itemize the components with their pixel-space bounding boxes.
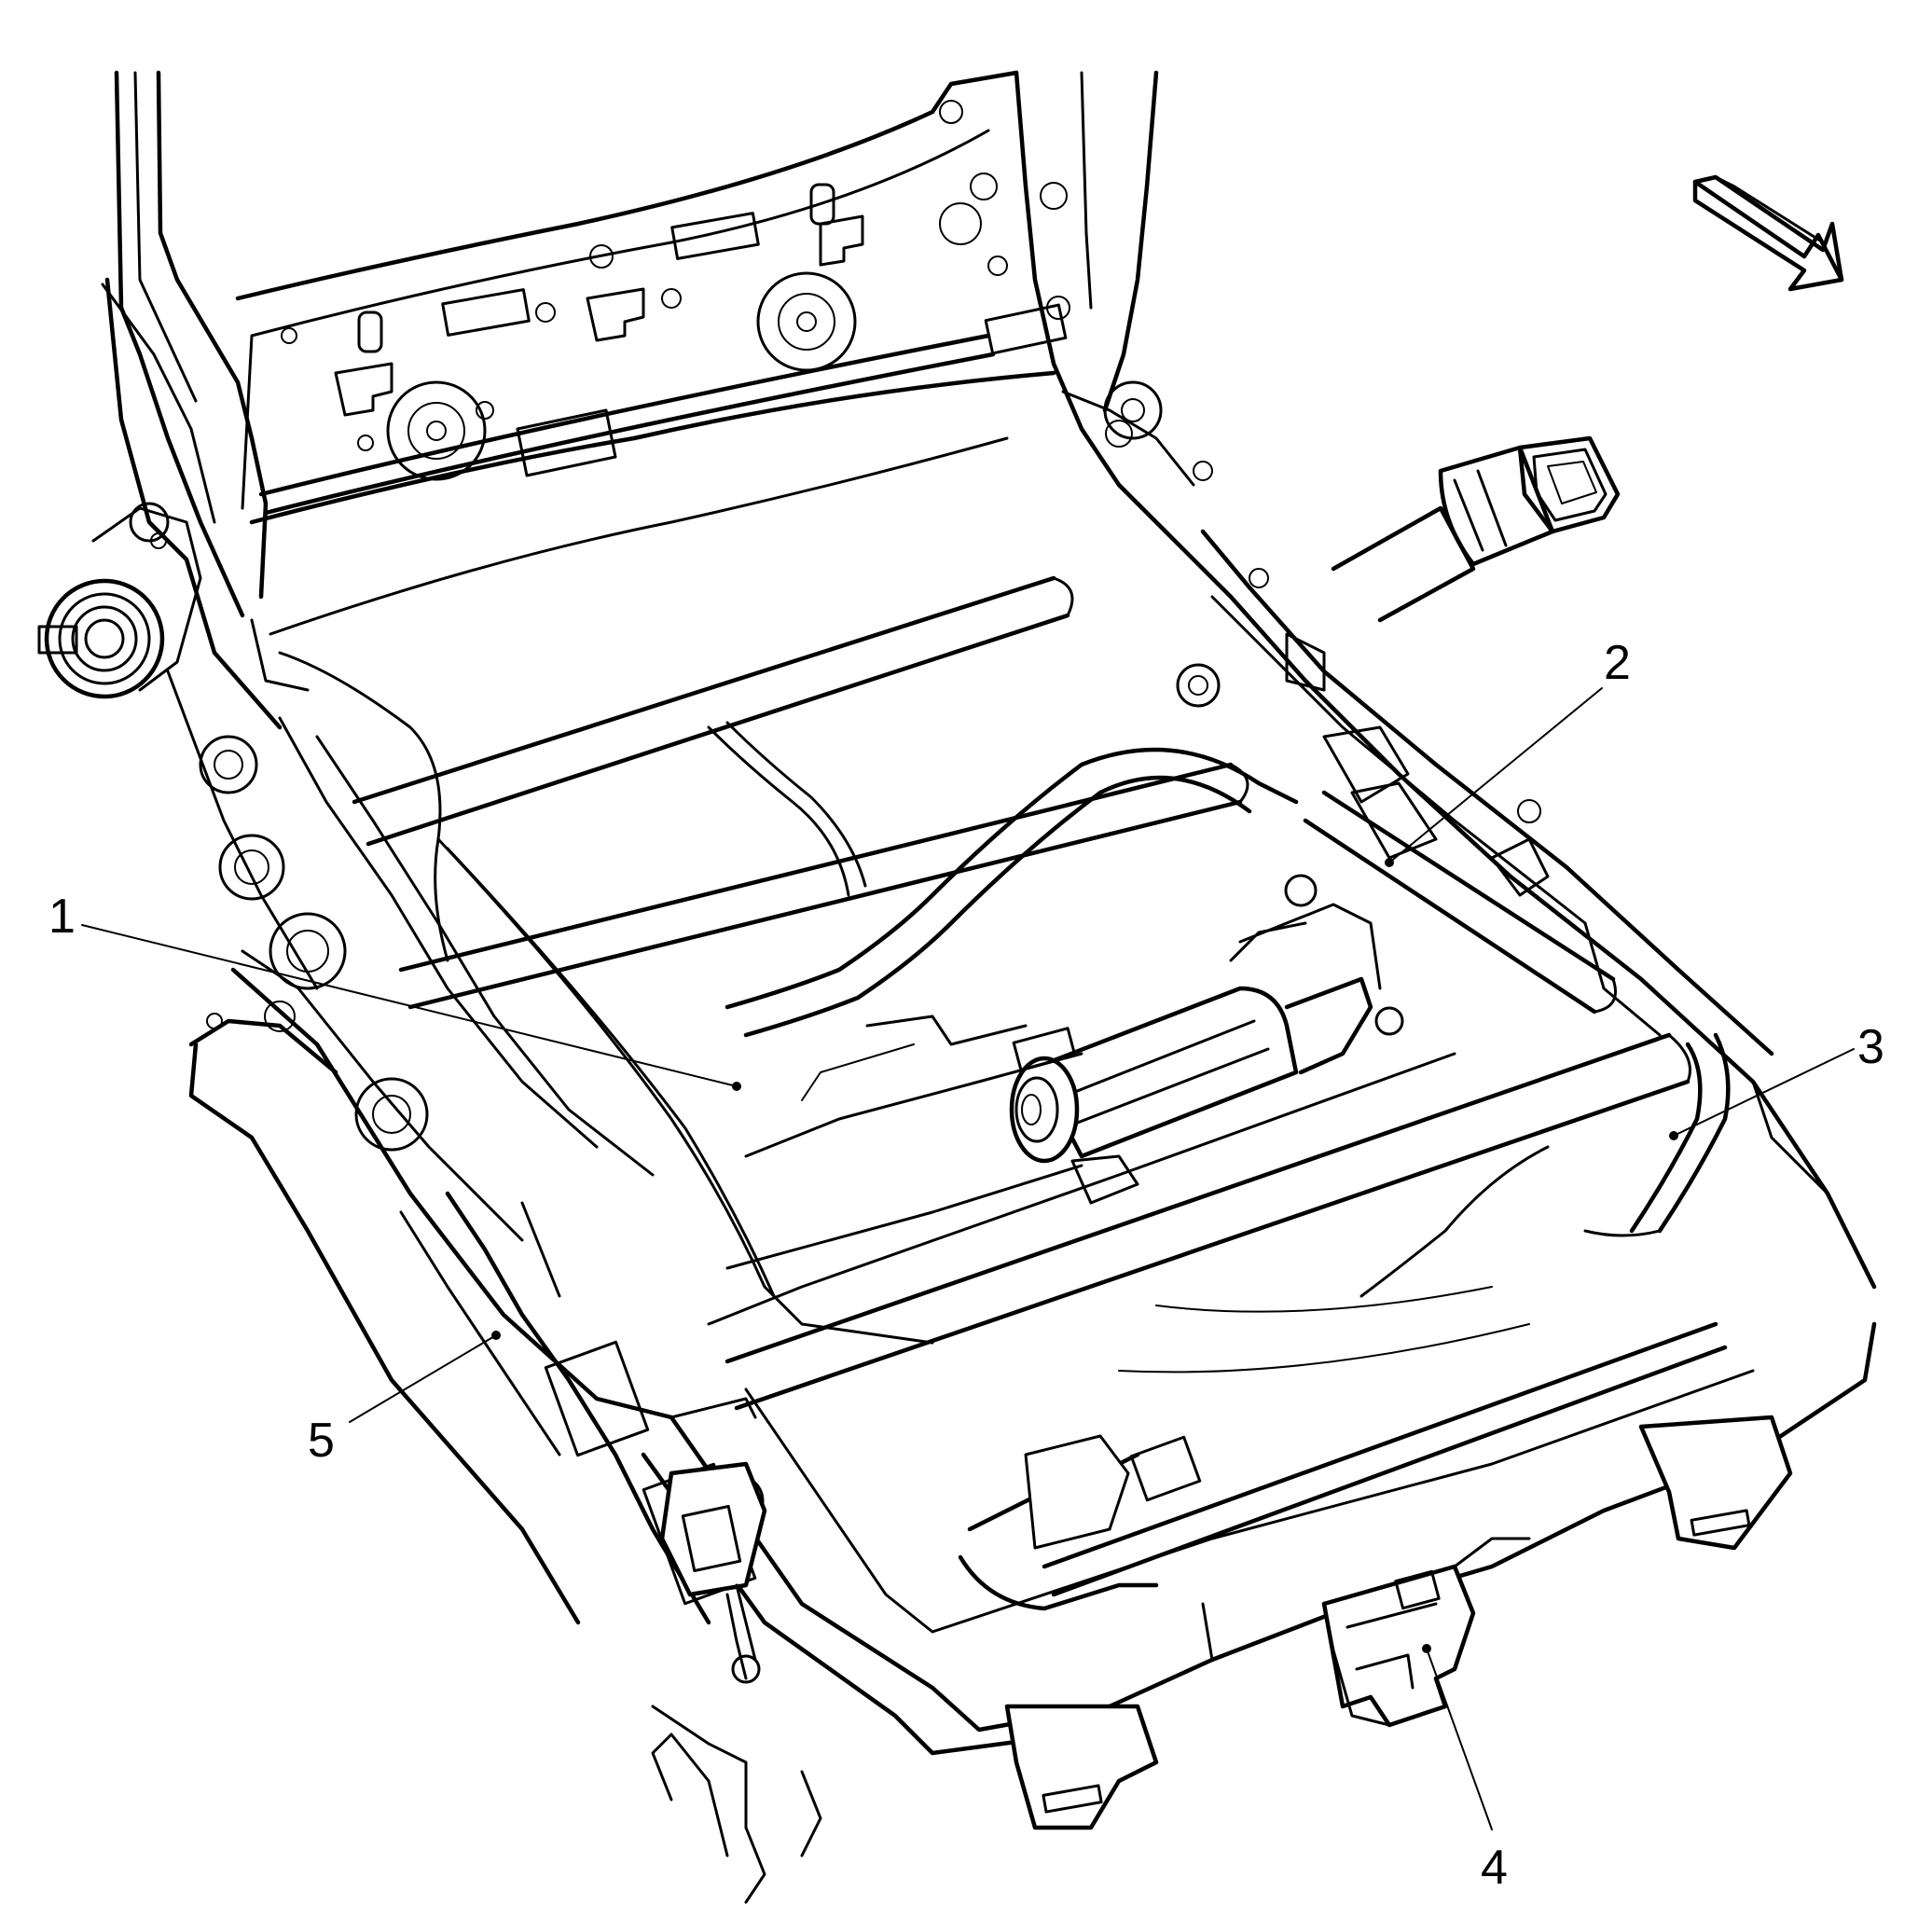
callout-5: 5 [308,1414,335,1468]
front-direction-arrow-icon [1692,174,1844,292]
callout-4: 4 [1481,1841,1508,1895]
callout-leaders [81,687,1855,1830]
callout-1: 1 [48,890,76,944]
leader-dot-5 [491,1331,501,1340]
leader-line-5 [349,1334,497,1423]
wiring-harness [278,651,1731,1684]
callout-labels: 1 2 3 4 5 [48,636,1884,1895]
seat-back-frame [101,70,1195,730]
seat-cushion-frame [166,380,1877,1904]
leader-dot-3 [1669,1131,1678,1140]
recliner-mechanism [37,502,202,699]
seat-control-module [1321,1537,1531,1728]
leader-line-4 [1426,1648,1493,1830]
callout-2: 2 [1604,636,1631,690]
callout-3: 3 [1857,1020,1884,1074]
leader-dot-2 [1385,858,1394,867]
seat-adjuster-motor [725,874,1404,1270]
leader-line-3 [1673,1048,1855,1137]
seatbelt-buckle [1331,435,1621,623]
leader-line-1 [81,924,738,1087]
leader-dot-4 [1422,1644,1431,1653]
leader-line-2 [1388,687,1603,863]
leader-dot-1 [732,1082,741,1091]
